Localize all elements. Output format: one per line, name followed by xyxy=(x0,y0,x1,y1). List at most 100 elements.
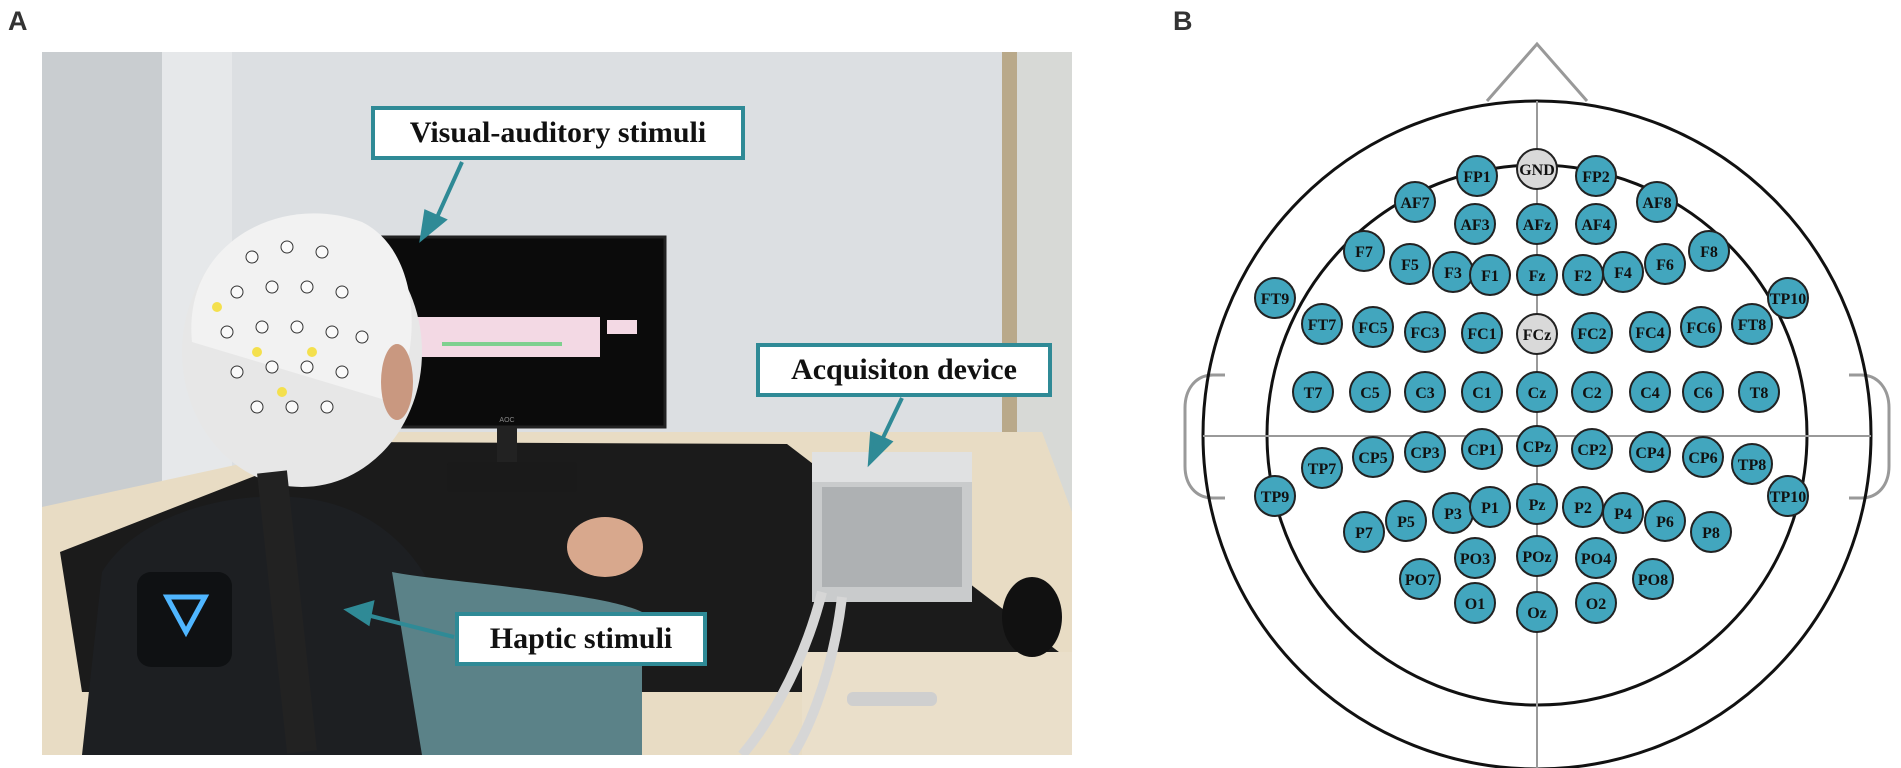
electrode-circle xyxy=(1575,582,1617,624)
electrode-fc3: FC3 xyxy=(1404,311,1446,353)
electrode-label: P1 xyxy=(1481,500,1499,517)
electrode-circle xyxy=(1454,582,1496,624)
panel-a-label: A xyxy=(8,6,28,36)
setup-illustration: AOC xyxy=(42,52,1072,755)
electrode-tp8: TP8 xyxy=(1731,443,1773,485)
electrode-circle xyxy=(1571,371,1613,413)
electrode-circle xyxy=(1516,313,1558,355)
electrode-circle xyxy=(1385,500,1427,542)
monitor-brand: AOC xyxy=(499,417,514,424)
electrode-fp1: FP1 xyxy=(1456,155,1498,197)
electrode-cpz: CPz xyxy=(1516,425,1558,467)
electrode-circle xyxy=(1516,203,1558,245)
electrode-label: TP10 xyxy=(1770,489,1806,506)
electrode-fc4: FC4 xyxy=(1629,311,1671,353)
electrode-circle xyxy=(1394,181,1436,223)
electrode-label: FC3 xyxy=(1410,325,1439,342)
electrode-label: PO4 xyxy=(1581,551,1611,568)
electrode-c4: C4 xyxy=(1629,371,1671,413)
electrode-label: F8 xyxy=(1700,244,1718,261)
electrode-label: P2 xyxy=(1574,500,1592,517)
electrode-label: FT8 xyxy=(1738,317,1766,334)
electrode-label: CP2 xyxy=(1577,442,1606,459)
electrode-t7: T7 xyxy=(1292,371,1334,413)
electrode-fc5: FC5 xyxy=(1352,306,1394,348)
electrode-circle xyxy=(1301,447,1343,489)
electrode-cp3: CP3 xyxy=(1404,431,1446,473)
electrode-circle xyxy=(1343,230,1385,272)
electrode-o2: O2 xyxy=(1575,582,1617,624)
electrode-gnd: GND xyxy=(1516,148,1558,190)
electrode-circle xyxy=(1575,537,1617,579)
electrode-label: FCz xyxy=(1523,327,1551,344)
electrode-label: FC1 xyxy=(1467,326,1496,343)
electrode-circle xyxy=(1636,181,1678,223)
electrode-circle xyxy=(1454,537,1496,579)
electrode-circle xyxy=(1399,558,1441,600)
electrode-label: PO3 xyxy=(1460,551,1490,568)
electrode-label: T8 xyxy=(1750,385,1769,402)
electrode-circle xyxy=(1516,535,1558,577)
electrode-p7: P7 xyxy=(1343,511,1385,553)
visual-auditory-stimuli-label: Visual-auditory stimuli xyxy=(371,106,745,160)
electrode-af8: AF8 xyxy=(1636,181,1678,223)
electrode-circle xyxy=(1292,371,1334,413)
electrode-label: Fz xyxy=(1529,268,1546,285)
electrode-label: T7 xyxy=(1304,385,1323,402)
electrode-c3: C3 xyxy=(1404,371,1446,413)
electrode-label: FC6 xyxy=(1686,320,1715,337)
electrode-afz: AFz xyxy=(1516,203,1558,245)
electrode-po3: PO3 xyxy=(1454,537,1496,579)
electrode-label: AF3 xyxy=(1460,217,1489,234)
electrode-circle xyxy=(1575,203,1617,245)
electrode-ft8: FT8 xyxy=(1731,303,1773,345)
electrode-circle xyxy=(1404,311,1446,353)
electrode-circle xyxy=(1516,483,1558,525)
electrode-cp6: CP6 xyxy=(1682,436,1724,478)
electrode-fp2: FP2 xyxy=(1575,155,1617,197)
electrode-circle xyxy=(1404,371,1446,413)
electrode-circle xyxy=(1629,371,1671,413)
electrode-c1: C1 xyxy=(1461,371,1503,413)
electrode-f7: F7 xyxy=(1343,230,1385,272)
electrode-cz: Cz xyxy=(1516,371,1558,413)
electrode-label: FC5 xyxy=(1358,320,1387,337)
electrode-label: C1 xyxy=(1472,385,1492,402)
electrode-circle xyxy=(1516,148,1558,190)
acquisition-device-label: Acquisiton device xyxy=(756,343,1052,397)
electrode-af4: AF4 xyxy=(1575,203,1617,245)
electrode-fz: Fz xyxy=(1516,254,1558,296)
electrode-label: F5 xyxy=(1401,257,1419,274)
electrode-label: FT7 xyxy=(1308,317,1336,334)
electrode-circle xyxy=(1738,371,1780,413)
electrode-c5: C5 xyxy=(1349,371,1391,413)
electrode-label: GND xyxy=(1519,162,1555,179)
haptic-stimuli-label: Haptic stimuli xyxy=(455,612,707,666)
electrode-circle xyxy=(1516,371,1558,413)
electrode-fc2: FC2 xyxy=(1571,312,1613,354)
electrode-circle xyxy=(1680,306,1722,348)
electrode-label: CP1 xyxy=(1467,442,1496,459)
electrode-circle xyxy=(1469,486,1511,528)
electrode-tp7: TP7 xyxy=(1301,447,1343,489)
electrode-circle xyxy=(1352,306,1394,348)
electrode-circle xyxy=(1456,155,1498,197)
electrode-circle xyxy=(1349,371,1391,413)
electrode-po4: PO4 xyxy=(1575,537,1617,579)
electrode-label: F1 xyxy=(1481,268,1499,285)
electrode-label: P6 xyxy=(1656,514,1674,531)
electrode-label: FC4 xyxy=(1635,325,1664,342)
electrode-circle xyxy=(1731,303,1773,345)
electrode-circle xyxy=(1629,311,1671,353)
electrode-cp4: CP4 xyxy=(1629,431,1671,473)
electrode-circle xyxy=(1454,203,1496,245)
electrode-circle xyxy=(1602,492,1644,534)
electrode-label: AF4 xyxy=(1581,217,1610,234)
electrode-f3: F3 xyxy=(1432,251,1474,293)
electrode-t8: T8 xyxy=(1738,371,1780,413)
electrode-circle xyxy=(1352,436,1394,478)
electrode-circle xyxy=(1682,436,1724,478)
electrode-f6: F6 xyxy=(1644,243,1686,285)
